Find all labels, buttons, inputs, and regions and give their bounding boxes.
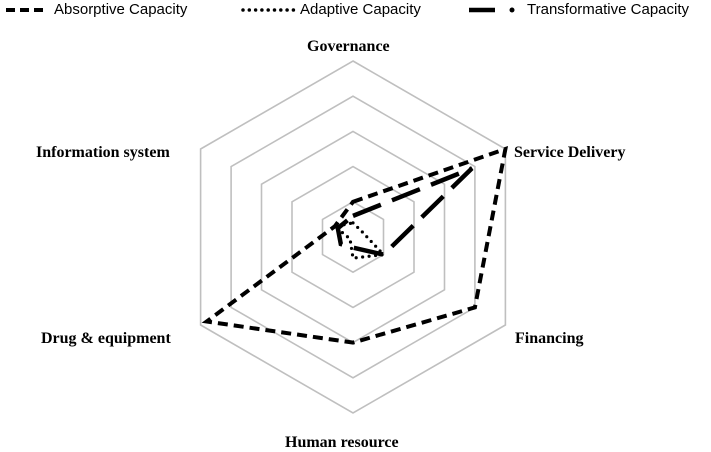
axis-label-service-delivery: Service Delivery [514, 144, 626, 161]
grid-ring-4 [230, 95, 476, 379]
series-line-long-dash [335, 166, 474, 258]
radar-grid [199, 60, 507, 414]
axis-label-drug-equipment: Drug & equipment [41, 330, 171, 347]
legend-item-absorptive: Absorptive Capacity [4, 1, 187, 18]
legend-item-transformative: Transformative Capacity [467, 1, 689, 18]
legend: Absorptive Capacity Adaptive Capacity Tr… [0, 0, 711, 24]
series-line-dashed [201, 145, 509, 345]
axis-label-governance: Governance [307, 38, 390, 55]
grid-ring-1 [321, 200, 385, 274]
legend-item-adaptive: Adaptive Capacity [240, 1, 421, 18]
axis-label-information-system: Information system [36, 144, 170, 161]
series-line-dotted [331, 221, 387, 260]
axis-label-human-resource: Human resource [285, 434, 399, 451]
legend-swatch-long-dash [469, 7, 515, 12]
legend-label: Adaptive Capacity [300, 1, 421, 18]
radar-series [201, 145, 509, 345]
grid-ring-5 [199, 60, 507, 414]
legend-label: Absorptive Capacity [54, 1, 188, 18]
legend-swatch-dashed [6, 7, 48, 12]
legend-label: Transformative Capacity [527, 1, 689, 18]
legend-swatch-dotted [241, 7, 296, 12]
grid-ring-2 [291, 165, 415, 309]
axis-label-financing: Financing [515, 330, 584, 347]
grid-ring-3 [260, 130, 446, 344]
